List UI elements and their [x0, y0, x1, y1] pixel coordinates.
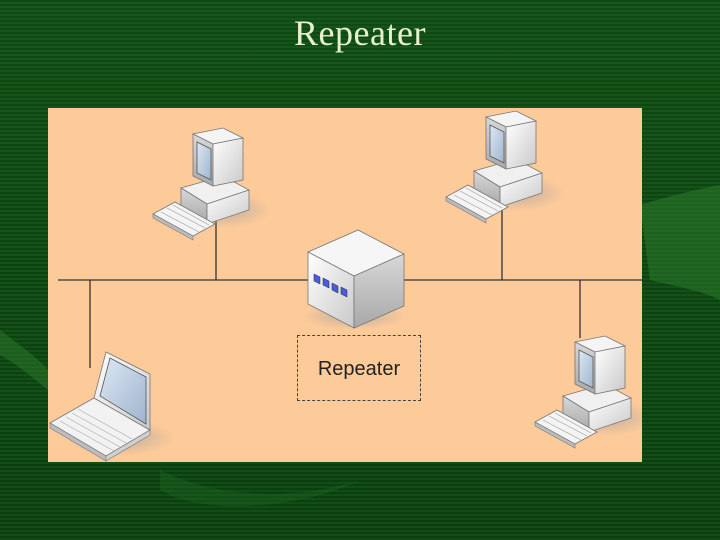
slide-title: Repeater [294, 13, 426, 53]
desktop-computer-icon [152, 127, 271, 241]
repeater-label: Repeater [317, 358, 401, 380]
laptop-icon [49, 351, 175, 462]
repeater-device-icon [302, 229, 406, 330]
repeater-label-box: Repeater [297, 335, 421, 401]
network-diagram: Repeater [48, 108, 642, 462]
desktop-computer-icon [534, 335, 642, 449]
desktop-computer-icon [445, 110, 564, 224]
diagram-drawing [49, 110, 642, 462]
repeater-port-leds [313, 273, 348, 298]
